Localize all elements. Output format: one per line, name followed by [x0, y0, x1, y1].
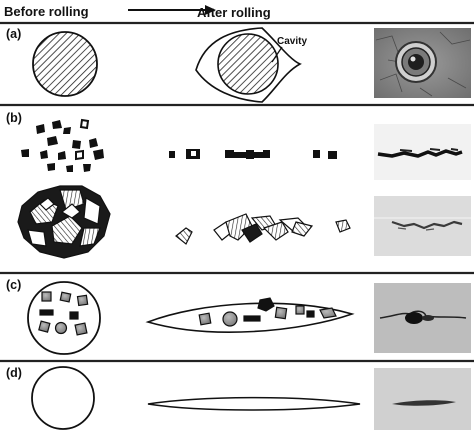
panel-d-label: (d): [6, 366, 22, 380]
header-before-rolling: Before rolling: [4, 4, 89, 19]
panel-d-micrograph: [374, 368, 471, 430]
panel-b-before-multiphase-cluster: [17, 185, 111, 259]
panel-d-before-inclusion: [31, 366, 95, 430]
panel-d-after-inclusion: [147, 396, 361, 411]
panel-a-before-inclusion: [32, 31, 98, 97]
panel-b-before-brittle-fragments: [21, 118, 104, 172]
panel-c-before-inclusion: [27, 281, 101, 355]
panel-b-after-fragment-stringer: [169, 149, 337, 159]
panel-a-micrograph: [374, 28, 471, 98]
panel-separators: [0, 21, 474, 363]
panel-a-cavity-annotation: Cavity: [277, 36, 307, 47]
panel-c-micrograph: [374, 283, 471, 353]
header-after-rolling: After rolling: [197, 5, 271, 20]
panel-c-after-inclusion: [145, 297, 355, 333]
panel-b-micrograph-bottom: [374, 196, 471, 256]
rolling-direction-arrow: [128, 5, 216, 15]
panel-b-label: (b): [6, 111, 22, 125]
panel-b-after-multiphase-stringer: [175, 213, 351, 245]
panel-a-after-inclusion: [195, 27, 302, 103]
panel-a-label: (a): [6, 27, 21, 41]
panel-c-label: (c): [6, 278, 21, 292]
panel-b-micrograph-top: [374, 124, 471, 180]
